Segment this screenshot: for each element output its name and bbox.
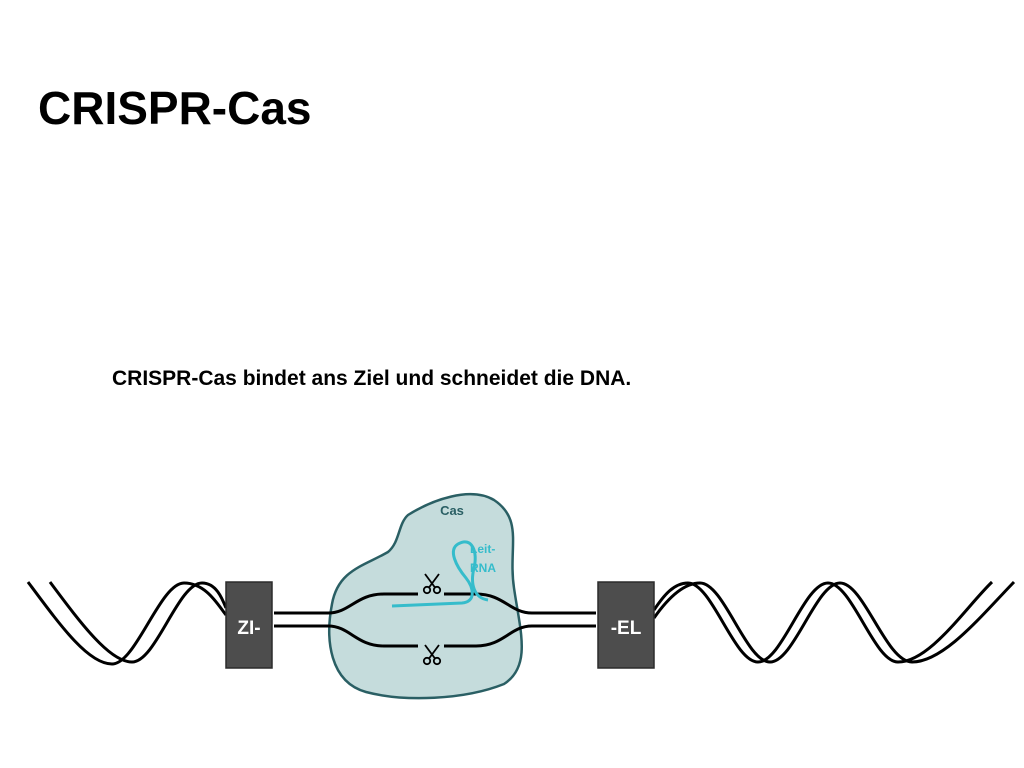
guide-rna-label-line2: RNA <box>470 561 496 575</box>
dna-strand-lower <box>274 624 418 648</box>
target-block-right <box>597 581 655 669</box>
target-block-left <box>225 581 273 669</box>
dna-strand-upper <box>274 592 418 615</box>
dna-strand <box>652 580 1016 664</box>
dna-strand <box>48 581 228 664</box>
scissors-icon <box>422 644 442 666</box>
scissors-icon <box>422 573 442 595</box>
dna-strand <box>652 580 994 664</box>
dna-strand <box>26 581 228 666</box>
target-block-right-label: -EL <box>611 618 642 639</box>
guide-rna <box>391 540 489 608</box>
crispr-cas-diagram: ZI- -EL Cas Leit- RNA <box>26 492 1016 700</box>
cas-label: Cas <box>440 503 464 518</box>
target-block-left-label: ZI- <box>237 618 260 639</box>
slide-title: CRISPR-Cas <box>38 82 312 134</box>
dna-helix-right <box>652 580 1016 664</box>
slide-subtitle: CRISPR-Cas bindet ans Ziel und schneidet… <box>112 367 632 390</box>
guide-rna-label-line1: Leit- <box>470 542 495 556</box>
dna-helix-left <box>26 581 228 666</box>
dna-strand-lower <box>444 624 596 648</box>
